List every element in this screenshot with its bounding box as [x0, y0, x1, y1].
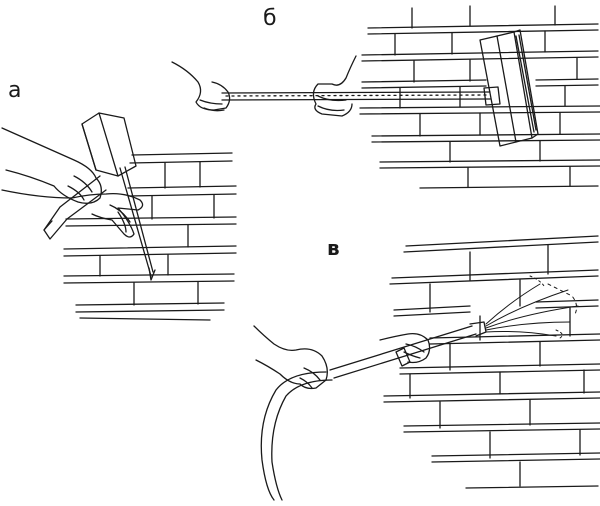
- water-spray: [486, 276, 578, 338]
- hands-b: [172, 56, 356, 116]
- panel-b-label: б: [263, 6, 277, 31]
- long-handled-brush: [222, 30, 538, 146]
- hands-a: [2, 128, 143, 237]
- hose: [261, 322, 486, 500]
- brick-wall-b: [360, 6, 600, 188]
- panel-a-scene: [2, 113, 236, 320]
- hammer: [44, 113, 136, 239]
- panel-v-label: в: [327, 236, 340, 260]
- hands-v: [254, 326, 430, 389]
- brick-wall-v: [384, 236, 600, 488]
- panel-v-scene: [254, 236, 600, 500]
- brick-wall-a: [64, 153, 236, 320]
- panel-b-scene: [172, 6, 600, 188]
- chisel: [120, 167, 155, 280]
- panel-a-label: а: [8, 78, 22, 103]
